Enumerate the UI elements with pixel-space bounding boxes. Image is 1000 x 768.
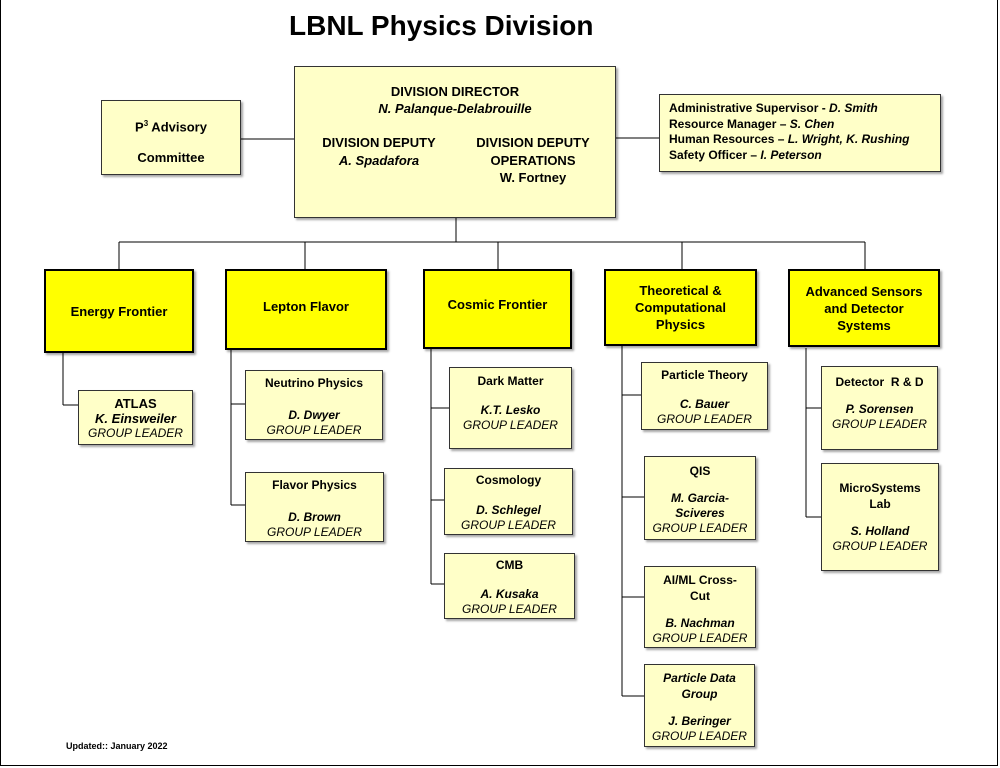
group-leader-name: P. Sorensen xyxy=(845,402,914,416)
deputy-title: DIVISION DEPUTY xyxy=(322,135,436,150)
admin-line: Resource Manager – S. Chen xyxy=(669,116,835,131)
advisory-line-1: P3 Advisory xyxy=(135,119,207,135)
group-role: GROUP LEADER xyxy=(462,602,557,616)
group-leader-name: B. Nachman xyxy=(665,616,735,630)
group-qis: QIS M. Garcia- Sciveres GROUP LEADER xyxy=(644,456,756,540)
group-role: GROUP LEADER xyxy=(267,525,362,539)
division-director-box: DIVISION DIRECTOR N. Palanque-Delabrouil… xyxy=(294,66,616,218)
director-title: DIVISION DIRECTOR xyxy=(390,84,520,99)
group-title: CMB xyxy=(495,558,524,572)
group-leader-name: K.T. Lesko xyxy=(480,403,541,417)
group-role: GROUP LEADER xyxy=(88,426,183,440)
ops-deputy-name: W. Fortney xyxy=(499,170,567,185)
group-detector-rd: Detector R & D P. Sorensen GROUP LEADER xyxy=(821,366,938,450)
group-title: Neutrino Physics xyxy=(264,376,364,390)
group-role: GROUP LEADER xyxy=(461,518,556,532)
group-aiml: AI/ML Cross- Cut B. Nachman GROUP LEADER xyxy=(644,566,756,648)
group-title: Flavor Physics xyxy=(272,478,357,492)
advisory-committee-box: P3 Advisory Committee xyxy=(101,100,241,175)
group-role: GROUP LEADER xyxy=(832,539,928,553)
ops-deputy-title-2: OPERATIONS xyxy=(490,153,576,168)
group-role: GROUP LEADER xyxy=(652,631,748,645)
dept-advanced-sensors: Advanced Sensors and Detector Systems xyxy=(788,269,940,347)
group-role: GROUP LEADER xyxy=(652,729,747,743)
group-role: GROUP LEADER xyxy=(266,423,362,437)
group-title: ATLAS xyxy=(114,396,157,411)
group-role: GROUP LEADER xyxy=(832,417,927,431)
admin-line: Safety Officer – I. Peterson xyxy=(669,147,822,162)
group-title: MicroSystems xyxy=(839,481,921,495)
group-role: GROUP LEADER xyxy=(657,412,752,426)
group-title: QIS xyxy=(689,464,711,478)
group-particle-theory: Particle Theory C. Bauer GROUP LEADER xyxy=(641,362,768,430)
group-leader-name: J. Beringer xyxy=(668,714,731,728)
group-neutrino-physics: Neutrino Physics D. Dwyer GROUP LEADER xyxy=(245,370,383,440)
group-leader-name: S. Holland xyxy=(850,524,910,538)
group-title: AI/ML Cross- xyxy=(663,573,737,587)
group-leader-name: Sciveres xyxy=(675,506,725,520)
group-cosmology: Cosmology D. Schlegel GROUP LEADER xyxy=(444,468,573,535)
ops-deputy-title-1: DIVISION DEPUTY xyxy=(476,135,590,150)
group-dark-matter: Dark Matter K.T. Lesko GROUP LEADER xyxy=(449,367,572,449)
admin-line: Administrative Supervisor - D. Smith xyxy=(669,101,878,115)
group-leader-name: D. Dwyer xyxy=(288,408,340,422)
administrative-staff-box: Administrative Supervisor - D. Smith Res… xyxy=(659,94,941,172)
updated-note: Updated:: January 2022 xyxy=(66,741,168,751)
group-title: Particle Data xyxy=(663,671,736,685)
group-title: Particle Theory xyxy=(661,368,748,382)
deputy-name: A. Spadafora xyxy=(338,153,420,168)
dept-energy-frontier: Energy Frontier xyxy=(44,269,194,353)
group-title: Cosmology xyxy=(475,473,542,487)
group-title: Cut xyxy=(690,589,710,603)
dept-lepton-flavor: Lepton Flavor xyxy=(225,269,387,350)
dept-cosmic-frontier: Cosmic Frontier xyxy=(423,269,572,349)
group-microsystems-lab: MicroSystems Lab S. Holland GROUP LEADER xyxy=(821,463,939,571)
page-title: LBNL Physics Division xyxy=(289,10,594,41)
group-cmb: CMB A. Kusaka GROUP LEADER xyxy=(444,553,575,619)
director-name: N. Palanque-Delabrouille xyxy=(378,101,532,116)
group-leader-name: C. Bauer xyxy=(679,397,730,411)
admin-line: Human Resources – L. Wright, K. Rushing xyxy=(669,132,910,146)
group-leader-name: M. Garcia- xyxy=(670,491,730,505)
group-leader-name: D. Schlegel xyxy=(476,503,541,517)
group-atlas: ATLAS K. Einsweiler GROUP LEADER xyxy=(78,390,193,445)
group-title: Detector R & D xyxy=(835,375,924,389)
group-title: Group xyxy=(681,687,718,701)
dept-theoretical-computational: Theoretical & Computational Physics xyxy=(604,269,757,346)
group-leader-name: K. Einsweiler xyxy=(95,411,176,426)
group-title: Dark Matter xyxy=(477,374,544,388)
group-flavor-physics: Flavor Physics D. Brown GROUP LEADER xyxy=(245,472,384,542)
group-role: GROUP LEADER xyxy=(463,418,558,432)
group-title: Lab xyxy=(869,497,891,511)
group-particle-data: Particle Data Group J. Beringer GROUP LE… xyxy=(644,664,755,747)
group-leader-name: A. Kusaka xyxy=(480,587,539,601)
advisory-line-2: Committee xyxy=(137,150,205,166)
group-role: GROUP LEADER xyxy=(652,521,748,535)
group-leader-name: D. Brown xyxy=(288,510,341,524)
